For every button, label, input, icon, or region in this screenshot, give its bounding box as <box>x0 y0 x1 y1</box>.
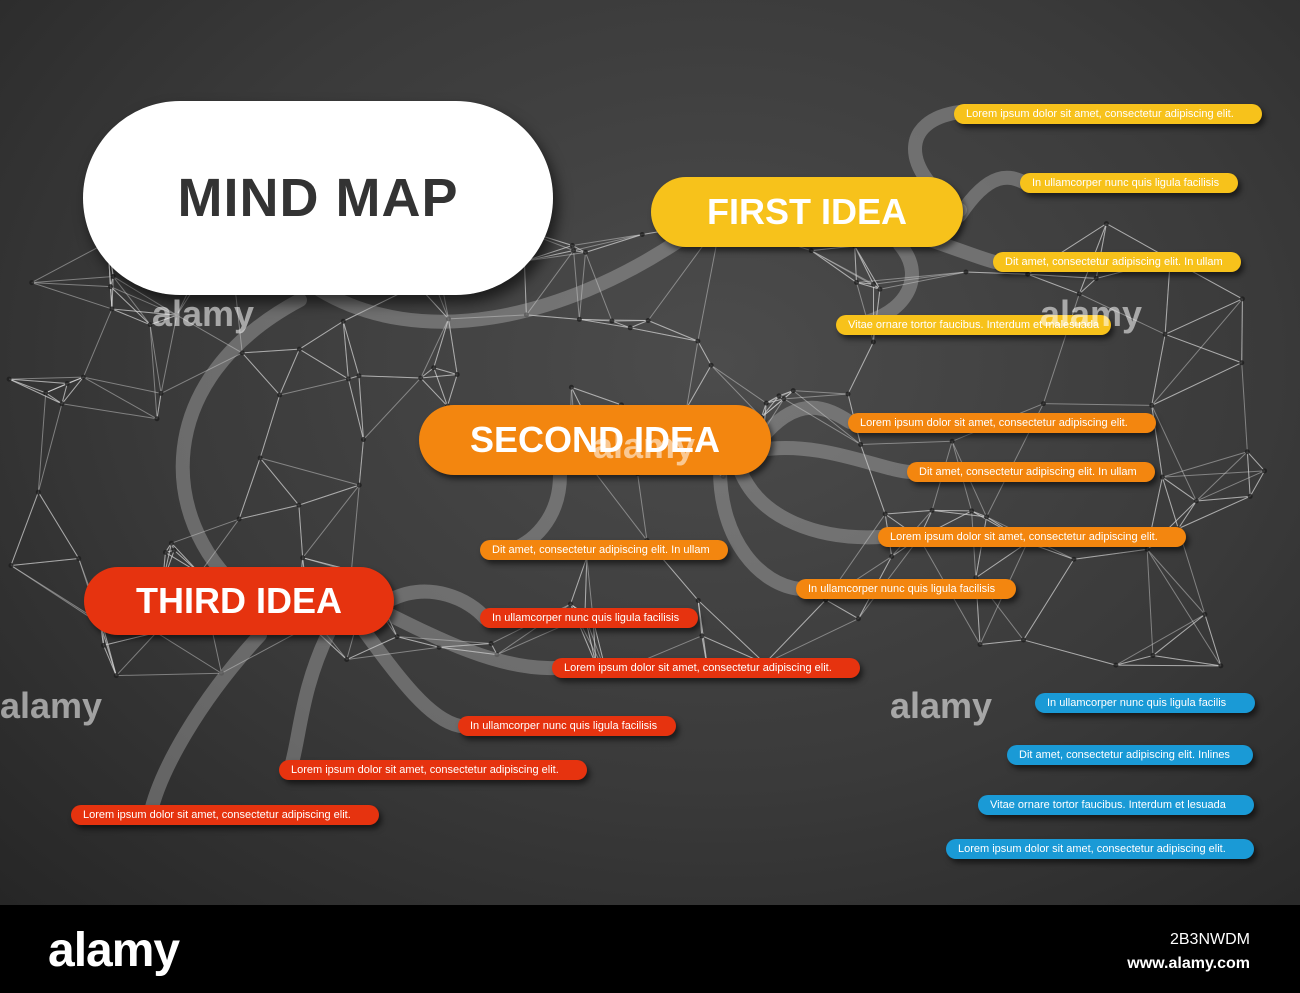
second-idea-leaf: Dit amet, consectetur adipiscing elit. I… <box>480 540 728 560</box>
watermark: alamy <box>593 425 696 466</box>
diagram-canvas: MIND MAP FIRST IDEA SECOND IDEA THIRD ID… <box>0 0 1300 905</box>
watermark: alamy <box>152 293 255 334</box>
mind-map-title: MIND MAP <box>83 101 553 295</box>
watermark: alamy <box>1040 293 1143 334</box>
watermark: alamy <box>0 685 103 726</box>
blue-leaf: Dit amet, consectetur adipiscing elit. I… <box>1007 745 1253 765</box>
second-idea-leaf: In ullamcorper nunc quis ligula facilisi… <box>796 579 1016 599</box>
blue-leaf: Vitae ornare tortor faucibus. Interdum e… <box>978 795 1254 815</box>
first-idea-leaf: In ullamcorper nunc quis ligula facilisi… <box>1020 173 1238 193</box>
footer-url: www.alamy.com <box>1127 955 1250 972</box>
third-idea-leaf: Lorem ipsum dolor sit amet, consectetur … <box>279 760 587 780</box>
footer-bar: alamy 2B3NWDM www.alamy.com <box>0 905 1300 993</box>
footer-logo: alamy <box>48 924 180 977</box>
second-idea-leaf: Lorem ipsum dolor sit amet, consectetur … <box>878 527 1186 547</box>
second-idea-node: SECOND IDEA <box>419 405 771 475</box>
second-idea-leaf: Lorem ipsum dolor sit amet, consectetur … <box>848 413 1156 433</box>
blue-leaf: In ullamcorper nunc quis ligula facilis <box>1035 693 1255 713</box>
first-idea-node: FIRST IDEA <box>651 177 963 247</box>
first-idea-leaf: Dit amet, consectetur adipiscing elit. I… <box>993 252 1241 272</box>
third-idea-leaf: Lorem ipsum dolor sit amet, consectetur … <box>71 805 379 825</box>
connector-swirls <box>143 105 1032 822</box>
blue-leaf: Lorem ipsum dolor sit amet, consectetur … <box>946 839 1254 859</box>
watermark: alamy <box>890 685 993 726</box>
third-idea-node: THIRD IDEA <box>84 567 394 635</box>
third-idea-leaf: Lorem ipsum dolor sit amet, consectetur … <box>552 658 860 678</box>
image-id: 2B3NWDM <box>1169 931 1250 948</box>
first-idea-leaf: Vitae ornare tortor faucibus. Interdum e… <box>836 315 1111 335</box>
second-idea-leaf: Dit amet, consectetur adipiscing elit. I… <box>907 462 1155 482</box>
third-idea-leaf: In ullamcorper nunc quis ligula facilisi… <box>480 608 698 628</box>
third-idea-leaf: In ullamcorper nunc quis ligula facilisi… <box>458 716 676 736</box>
first-idea-leaf: Lorem ipsum dolor sit amet, consectetur … <box>954 104 1262 124</box>
